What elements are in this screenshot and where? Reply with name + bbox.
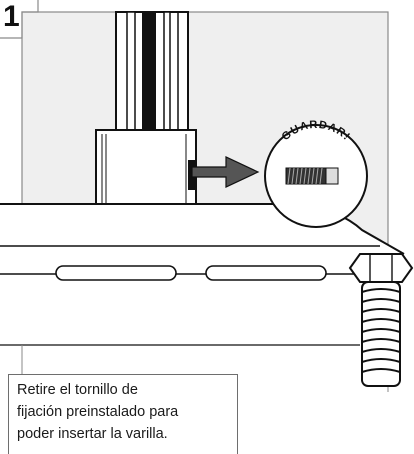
instruction-caption: Retire el tornillo de fijación preinstal…: [8, 374, 238, 454]
hex-bolt: [348, 253, 414, 387]
caption-line: poder insertar la varilla.: [17, 426, 168, 442]
caption-line: fijación preinstalado para: [17, 404, 179, 420]
step-number: 1: [3, 0, 20, 33]
pole: [115, 11, 189, 131]
pole-collar: [95, 129, 197, 211]
pointer-arrow: [191, 156, 260, 188]
set-screw-icon: [285, 167, 339, 185]
caption-line: Retire el tornillo de: [17, 382, 138, 398]
step-number-box: [0, 0, 39, 39]
